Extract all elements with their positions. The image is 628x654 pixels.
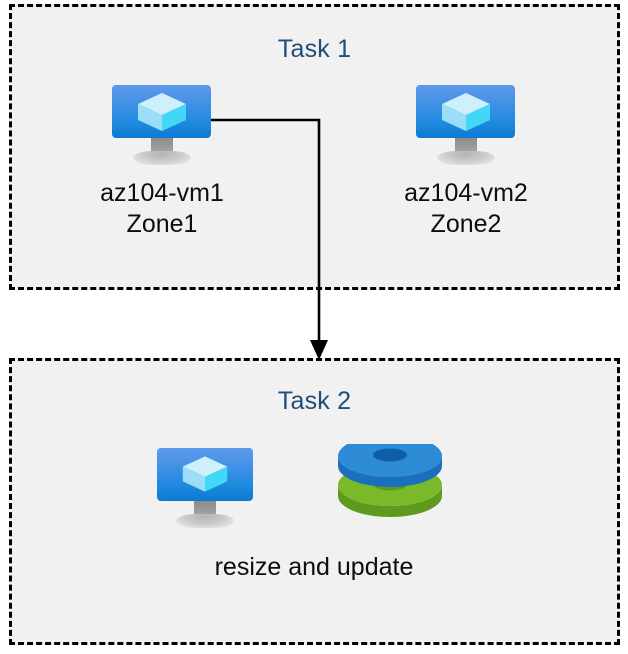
blue-disk: [338, 435, 442, 487]
monitor-stand-base: [436, 151, 495, 165]
cube-glyph: [135, 92, 189, 137]
monitor-stand-base: [176, 514, 234, 528]
cube-glyph: [180, 455, 230, 498]
task1-container: Task 1: [9, 4, 620, 290]
monitor-stand-neck: [194, 501, 216, 517]
monitor-stand-base: [132, 151, 191, 165]
vm2-label: az104-vm2 Zone2: [345, 178, 587, 240]
monitor-stand-neck: [150, 138, 173, 154]
task2-container: Task 2: [9, 358, 620, 645]
vm2-label-line2: Zone2: [430, 210, 502, 238]
task2-caption: resize and update: [214, 553, 414, 581]
vm2-label-line1: az104-vm2: [404, 179, 528, 207]
monitor-stand-neck: [454, 138, 477, 154]
connector-arrow-task1-to-task2: [200, 104, 340, 370]
vm1-label-line1: az104-vm1: [100, 179, 224, 207]
vm1-label: az104-vm1 Zone1: [41, 178, 283, 240]
cube-glyph: [439, 92, 493, 137]
vm1-label-line2: Zone1: [126, 210, 198, 238]
task1-title: Task 1: [277, 35, 352, 63]
disks-icon: [334, 435, 446, 528]
task2-title: Task 2: [277, 387, 352, 415]
